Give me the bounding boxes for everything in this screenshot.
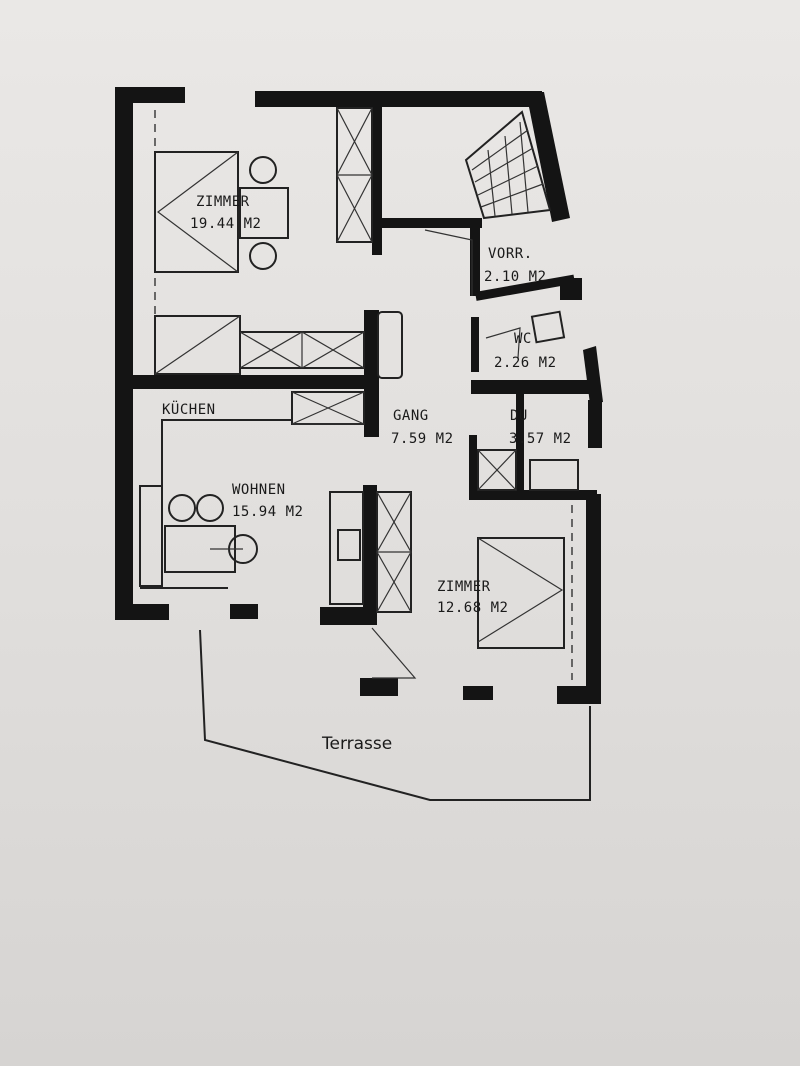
- stair-riser-3: [519, 121, 529, 213]
- wall-du-bottom: [469, 490, 597, 500]
- entry-door-swing: [424, 229, 473, 296]
- staircase-outline: [464, 110, 552, 220]
- du-area: 3.57 M2: [509, 431, 572, 447]
- bed-2: [477, 537, 565, 649]
- living-shelf: [329, 491, 364, 605]
- desk-diagonal: [154, 315, 241, 375]
- wohnen-area: 15.94 M2: [232, 504, 303, 520]
- stair-riser-2: [504, 135, 513, 215]
- wall-bottom-pier-3: [463, 686, 493, 700]
- bed-1: [154, 151, 239, 273]
- wall-corridor-upper: [364, 310, 379, 437]
- bedside-table: [239, 187, 289, 239]
- wall-bottom-left: [115, 604, 169, 620]
- terrace-outline: [199, 629, 591, 801]
- stair-riser-1: [487, 149, 496, 217]
- wall-living-column: [363, 485, 377, 625]
- living-cabinet: [337, 529, 361, 561]
- bed-1-pillow-lines: [157, 151, 239, 273]
- wall-bottom-pier-1: [230, 604, 258, 619]
- wall-bottom-pier-2: [360, 678, 398, 696]
- stairs: [424, 110, 552, 296]
- wall-top-right-diagonal: [526, 92, 570, 222]
- zimmer-1-area: 19.44 M2: [190, 216, 261, 232]
- shower-cross-b: [477, 449, 517, 491]
- kuechen-name: KÜCHEN: [162, 400, 216, 418]
- bathroom-fixtures: [477, 310, 579, 491]
- wall-left-outer: [115, 87, 133, 620]
- bed-2-pillow-lines: [477, 537, 564, 643]
- du-washbasin: [529, 459, 579, 491]
- wall-wardrobe-divider: [372, 103, 382, 255]
- wall-wc-top-post: [560, 278, 582, 300]
- wall-wc-top: [475, 274, 576, 301]
- wall-living-column-foot: [320, 607, 368, 625]
- gang-name: GANG: [393, 408, 429, 424]
- walls: [115, 87, 603, 704]
- stair-step-3: [477, 165, 539, 196]
- bedside-lamp-bottom: [249, 242, 277, 270]
- wardrobe-upper-cross-b: [336, 107, 373, 176]
- stair-step-1: [471, 129, 529, 171]
- stove-plate-1: [168, 494, 196, 522]
- radiator: [377, 311, 403, 379]
- stove-plate-2: [196, 494, 224, 522]
- wc-basin: [530, 310, 566, 344]
- shower-tray: [477, 449, 517, 491]
- terrace-border: [199, 629, 591, 801]
- wc-area: 2.26 M2: [494, 355, 557, 371]
- kitchen-counter: [161, 419, 292, 585]
- wardrobe-upper-cross-d: [336, 174, 373, 243]
- zimmer-1-name: ZIMMER: [196, 194, 250, 210]
- living-door-swing: [371, 627, 417, 679]
- wc-door-swing: [485, 327, 521, 359]
- wall-vorraum-top: [372, 218, 482, 228]
- wall-top-middle: [255, 91, 542, 107]
- wohnen-name: WOHNEN: [232, 482, 286, 498]
- wall-bedroom-bottom: [133, 375, 371, 389]
- vorraum-name: VORR.: [488, 246, 533, 262]
- stair-step-4: [480, 183, 544, 208]
- bedside-lamp-top: [249, 156, 277, 184]
- du-name: DU: [510, 408, 528, 424]
- kitchen-unit: [139, 485, 163, 587]
- wc-name: WC: [514, 331, 532, 347]
- living-furniture: [139, 419, 417, 679]
- zimmer-2-area: 12.68 M2: [437, 600, 508, 616]
- vorraum-area: 2.10 M2: [484, 269, 547, 285]
- gang-area: 7.59 M2: [391, 431, 454, 447]
- room-labels: ZIMMER 19.44 M2 VORR. 2.10 M2 WC 2.26 M2…: [162, 194, 572, 754]
- wall-right-upper: [588, 400, 602, 448]
- wall-vorraum-right: [470, 218, 480, 296]
- wall-wc-bottom: [471, 380, 596, 394]
- bedroom-2-furniture: [477, 505, 573, 680]
- wall-right-lower: [586, 494, 601, 704]
- wall-du-left: [469, 435, 477, 497]
- zimmer-2-name: ZIMMER: [437, 579, 491, 595]
- wall-top-left: [115, 87, 185, 103]
- wall-du-divider: [516, 392, 524, 492]
- terrace-label: Terrasse: [321, 734, 392, 754]
- wall-wc-left: [471, 317, 479, 372]
- bedroom-1-furniture: [154, 107, 403, 425]
- wall-right-diagonal: [583, 346, 603, 404]
- corridor-shelf-cross: [291, 391, 365, 425]
- wall-bottom-right: [557, 686, 601, 704]
